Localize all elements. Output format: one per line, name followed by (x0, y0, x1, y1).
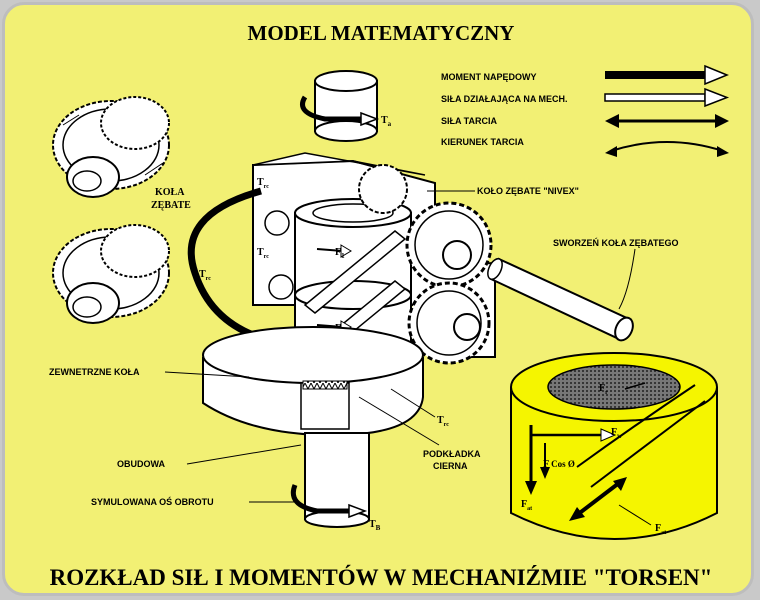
torque-trc-4: Trc (437, 415, 449, 428)
torque-t-bottom: TB (369, 519, 381, 532)
diagram-title: MODEL MATEMATYCZNY (247, 21, 515, 45)
torque-t-top: Ta (381, 115, 392, 128)
nivex-gears-icon (358, 164, 493, 365)
legend-arrow-thick-icon (605, 64, 729, 86)
torque-trc-1: Trc (257, 177, 269, 190)
force-ft: Fr (599, 383, 608, 396)
label-podkladka-1: PODKŁADKA (423, 449, 481, 459)
inset-cylinder-icon (510, 352, 718, 540)
label-obudowa: OBUDOWA (117, 459, 165, 469)
label-kola-zebate-1: KOŁA (155, 187, 185, 198)
top-cylinder-icon (300, 70, 380, 142)
legend-label-moment: MOMENT NAPĘDOWY (441, 72, 537, 82)
leader-podkladka (358, 396, 440, 446)
gear-cluster-top-icon (52, 96, 170, 198)
shaft-icon (290, 432, 370, 528)
legend-arrow-double-icon (605, 114, 729, 128)
label-sworzen: SWORZEŃ KOŁA ZĘBATEGO (553, 238, 679, 248)
torque-trc-3: Trc (199, 269, 211, 282)
label-kolo-nivex: KOŁO ZĘBATE "NIVEX" (477, 186, 579, 196)
leader-sworzen (618, 248, 636, 310)
leader-trc4 (390, 388, 436, 418)
torque-trc-2: Trc (257, 247, 269, 260)
label-symulowana: SYMULOWANA OŚ OBROTU (91, 496, 214, 507)
leader-obudowa (186, 444, 302, 465)
leader-zewnetrzne (164, 371, 250, 378)
legend: MOMENT NAPĘDOWY SIŁA DZIAŁAJĄCA NA MECH.… (441, 64, 730, 157)
torsen-diagram: MOMENT NAPĘDOWY SIŁA DZIAŁAJĄCA NA MECH.… (49, 64, 730, 540)
legend-arrow-hollow-icon (604, 87, 730, 108)
label-zewnetrzne: ZEWNETRZNE KOŁA (49, 367, 140, 377)
label-kola-zebate-2: ZĘBATE (151, 200, 191, 211)
diagram-footer: ROZKŁAD SIŁ I MOMENTÓW W MECHANIŹMIE "TO… (49, 565, 713, 590)
force-fw: Fw (611, 427, 623, 440)
force-fb: Fat (655, 523, 666, 536)
diagram-panel: MODEL MATEMATYCZNY MOMENT NAPĘDOWY SIŁA … (2, 2, 754, 596)
pin-icon (487, 257, 634, 342)
legend-label-sila: SIŁA DZIAŁAJĄCA NA MECH. (441, 94, 568, 104)
leader-fb (618, 504, 652, 526)
outer-housing-disc-icon (202, 326, 424, 437)
label-podkladka-2: CIERNA (433, 461, 468, 471)
legend-arrow-curved-icon (605, 141, 729, 157)
legend-label-tarcie: SIŁA TARCIA (441, 116, 497, 126)
force-fa: Fat (521, 499, 532, 512)
force-f1: F1 (335, 247, 345, 260)
legend-label-kierunek: KIERUNEK TARCIA (441, 137, 524, 147)
gear-cluster-bottom-icon (52, 224, 170, 324)
